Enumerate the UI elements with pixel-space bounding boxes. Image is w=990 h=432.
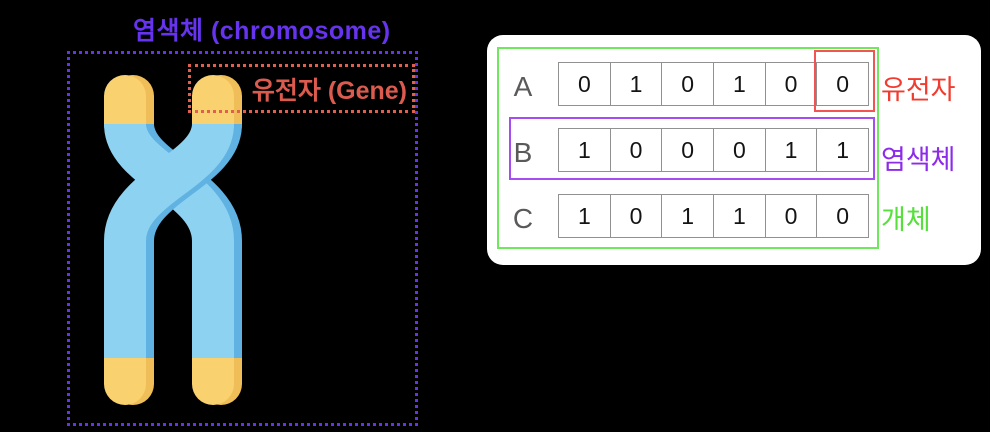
population-panel: A 0 1 0 1 0 0 B 1 0 0 0 1 1 C 1 0 1 1 0 …	[487, 35, 981, 265]
gene-cell: 1	[609, 62, 663, 106]
gene-cell: 0	[764, 62, 818, 106]
gene-cell: 0	[661, 62, 715, 106]
population-outer-box	[497, 47, 879, 249]
table-row-b: 1 0 0 0 1 1	[558, 128, 870, 172]
gene-cell: 0	[609, 128, 663, 172]
gene-cell: 1	[558, 128, 611, 172]
row-label-b: B	[513, 137, 533, 168]
table-row-c: 1 0 1 1 0 0	[558, 194, 870, 238]
gene-cell: 0	[764, 194, 818, 238]
gene-dotted-box: 유전자 (Gene)	[188, 64, 415, 113]
table-row-a: 0 1 0 1 0 0	[558, 62, 870, 106]
annotation-individual: 개체	[881, 205, 931, 235]
gene-label: 유전자 (Gene)	[251, 76, 407, 105]
gene-cell: 0	[816, 62, 870, 106]
gene-cell: 1	[558, 194, 611, 238]
gene-cell: 0	[713, 128, 766, 172]
chromosome-title: 염색체 (chromosome)	[133, 17, 391, 45]
chromosome-icon	[104, 75, 242, 405]
gene-cell: 1	[713, 194, 766, 238]
gene-cell: 1	[816, 128, 870, 172]
row-label-a: A	[513, 71, 533, 102]
chromosome-dotted-box	[67, 51, 418, 426]
gene-cell: 1	[764, 128, 818, 172]
gene-cell: 0	[609, 194, 663, 238]
gene-cell: 1	[661, 194, 715, 238]
gene-cell: 0	[558, 62, 611, 106]
gene-cell: 1	[713, 62, 766, 106]
annotation-gene: 유전자	[881, 75, 956, 105]
annotation-chromosome: 염색체	[881, 145, 956, 175]
gene-cell: 0	[661, 128, 715, 172]
row-label-c: C	[512, 203, 534, 234]
gene-cell: 0	[816, 194, 870, 238]
